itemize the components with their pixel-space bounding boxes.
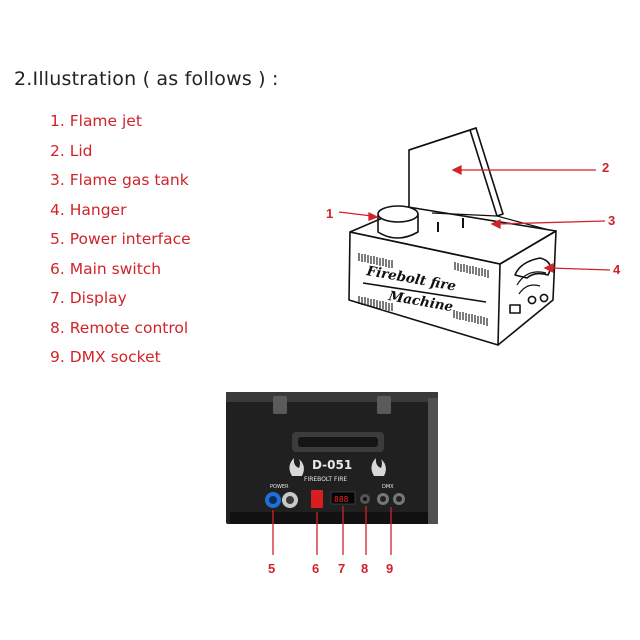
part-item: 8. Remote control xyxy=(50,318,189,337)
panel-model: D-051 xyxy=(312,458,352,472)
callout-9: 9 xyxy=(386,561,393,576)
lid-panel xyxy=(408,129,498,217)
callout-arrows-top xyxy=(338,164,611,274)
parts-list: 1. Flame jet 2. Lid 3. Flame gas tank 4.… xyxy=(50,110,191,376)
panel-power-label: POWER xyxy=(270,484,289,490)
part-item: 6. Main switch xyxy=(50,259,162,278)
vent-strips xyxy=(358,253,489,326)
panel-display: 888 xyxy=(334,495,349,504)
part-item: 5. Power interface xyxy=(50,230,191,248)
rear-panel-photo: D-051 FIREBOLT FIRE POWER DMX 888 xyxy=(226,392,438,524)
part-item: 7. Display xyxy=(50,289,127,307)
callout-3: 3 xyxy=(608,213,615,228)
callout-8: 8 xyxy=(361,561,368,576)
callout-2: 2 xyxy=(602,160,609,175)
callout-5: 5 xyxy=(268,561,275,576)
label-underline xyxy=(362,282,487,303)
part-item: 2. Lid xyxy=(50,141,93,160)
panel-brand: FIREBOLT FIRE xyxy=(304,476,347,483)
part-item: 1. Flame jet xyxy=(50,112,142,130)
flame-jet xyxy=(377,214,419,239)
section-heading: 2.Illustration ( as follows ) : xyxy=(14,68,279,90)
part-item: 3. Flame gas tank xyxy=(50,171,189,189)
panel-dmx-label: DMX xyxy=(382,484,394,490)
callout-1: 1 xyxy=(326,206,333,221)
part-item: 4. Hanger xyxy=(50,200,127,219)
callout-7: 7 xyxy=(338,561,345,576)
callout-lines-bottom xyxy=(272,506,392,555)
part-item: 9. DMX socket xyxy=(50,348,161,366)
callout-4: 4 xyxy=(613,262,621,277)
callout-6: 6 xyxy=(312,561,319,576)
